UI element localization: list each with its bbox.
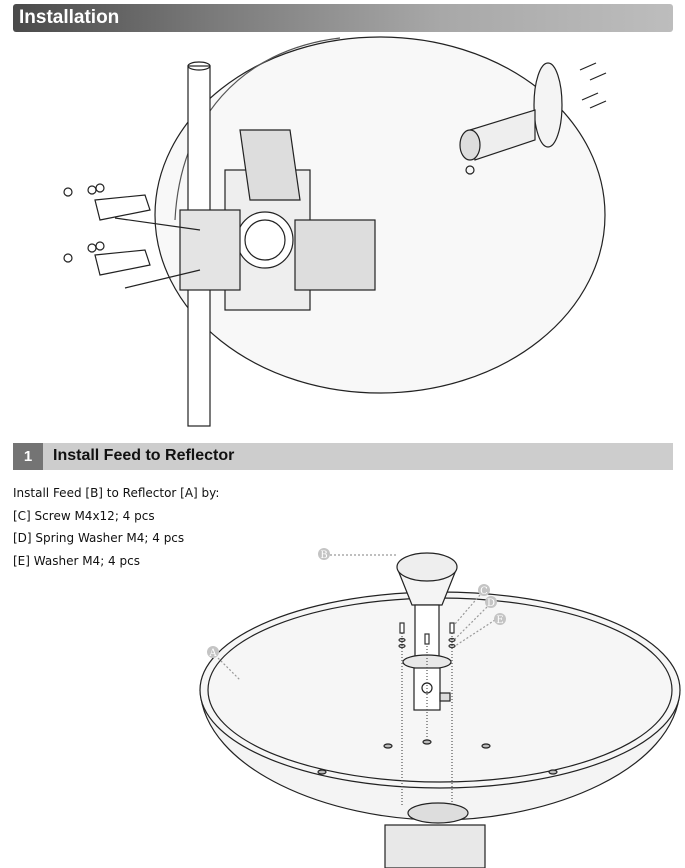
callout-labels: B C D E A xyxy=(207,548,506,659)
feed-horn-part xyxy=(459,62,563,175)
instruction-line: [E] Washer M4; 4 pcs xyxy=(13,553,140,568)
antenna-assembly-illustration xyxy=(63,36,607,427)
step-title: Install Feed to Reflector xyxy=(53,447,235,464)
instruction-line: [D] Spring Washer M4; 4 pcs xyxy=(13,531,185,545)
instruction-line: Install Feed [B] to Reflector [A] by: xyxy=(13,486,220,500)
step-number: 1 xyxy=(13,443,43,470)
section-title-bar: Installation xyxy=(13,4,673,32)
feed-horn xyxy=(396,552,458,711)
feed-screws xyxy=(579,62,607,109)
instruction-line: [C] Screw M4x12; 4 pcs xyxy=(13,508,155,523)
section-title: Installation xyxy=(19,7,120,28)
feed-installation-illustration: B C D E A xyxy=(199,548,681,868)
callout-c: C xyxy=(480,586,488,597)
step-instructions: Install Feed [B] to Reflector [A] by: [C… xyxy=(13,482,219,572)
callout-e: E xyxy=(496,615,503,626)
callout-b: B xyxy=(320,550,327,561)
callout-a: A xyxy=(208,648,217,659)
callout-d: D xyxy=(487,598,495,609)
hardware-screws-washers xyxy=(401,630,453,805)
hardware-nuts xyxy=(63,183,105,263)
step-header: 1 Install Feed to Reflector xyxy=(13,443,673,470)
